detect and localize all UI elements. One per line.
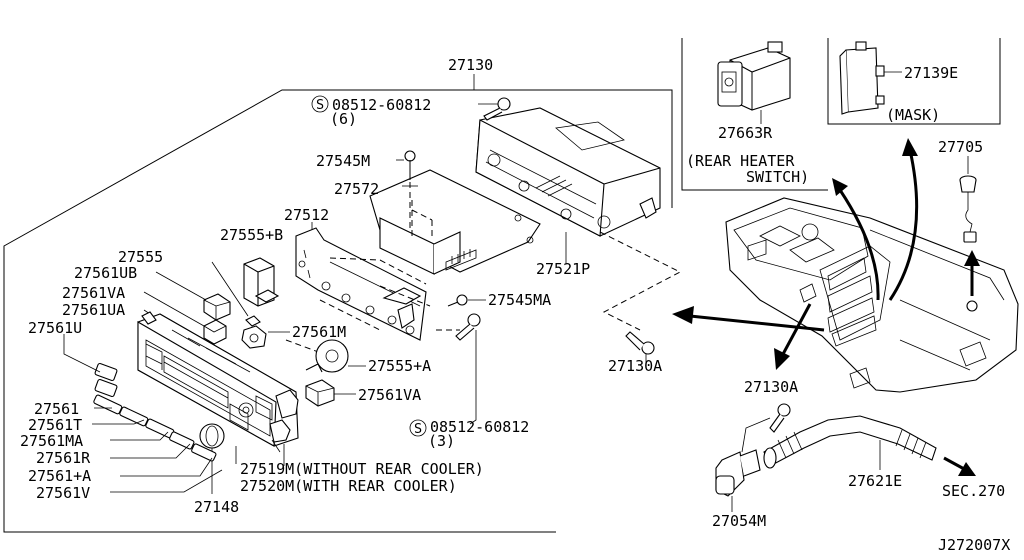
label-27139E: 27139E — [904, 64, 958, 82]
label-27561T: 27561T — [28, 416, 82, 434]
screw-27545ma — [447, 294, 486, 307]
bolt-symbol-circle-b — [409, 419, 427, 437]
switch-27561va-bottom — [305, 379, 356, 407]
label-27054M: 27054M — [712, 512, 766, 530]
bolt-08512-bottom — [455, 313, 481, 425]
label-27561M: 27561M — [292, 323, 346, 341]
label-27545M: 27545M — [316, 152, 370, 170]
bolt-symbol-circle-a — [311, 95, 329, 113]
label-27561: 27561 — [34, 400, 79, 418]
clip-27555 — [211, 261, 261, 327]
bolt-symbol-a: S — [316, 97, 324, 113]
switch-27561va-top — [143, 291, 227, 345]
bolt-27130a-left — [625, 331, 655, 366]
switch-27561ub — [155, 271, 231, 321]
label-27621E: 27621E — [848, 472, 902, 490]
label-27572: 27572 — [334, 180, 379, 198]
circuit-board — [369, 169, 541, 275]
assembly-guide-lines — [285, 231, 682, 361]
label-27561MA: 27561MA — [20, 432, 83, 450]
label-27512: 27512 — [284, 206, 329, 224]
panel-leaders — [235, 439, 285, 466]
label-27663R: 27663R — [718, 124, 773, 142]
knob-27148 — [199, 423, 225, 494]
part-labels: 27130 S 08512-60812 (6) 27545M 27572 275… — [20, 56, 1010, 554]
label-27561-a: 27561+A — [28, 467, 91, 485]
aspirator-duct — [763, 415, 937, 470]
rear-heater-switch-box — [681, 38, 828, 191]
label-rear-heater-switch: SWITCH) — [746, 168, 809, 186]
label-27561V: 27561V — [36, 484, 90, 502]
label-27545MA: 27545MA — [488, 291, 551, 309]
label-27561VA-bottom: 27561VA — [358, 386, 421, 404]
label-27555-a: 27555+A — [368, 357, 431, 375]
label-27705: 27705 — [938, 138, 983, 156]
label-27555: 27555 — [118, 248, 163, 266]
label-27561UB: 27561UB — [74, 264, 137, 282]
label-08512-qty-b: (3) — [428, 432, 455, 450]
label-27519M: 27519M(WITHOUT REAR COOLER) — [240, 460, 484, 478]
label-27555-b: 27555+B — [220, 226, 283, 244]
bolt-27130a-bottom — [769, 403, 791, 433]
knob-27555-a — [305, 339, 366, 373]
label-27561R: 27561R — [36, 449, 91, 467]
label-27520M: 27520M(WITH REAR COOLER) — [240, 477, 457, 495]
control-unit-housing — [475, 107, 661, 264]
label-27130A-left: 27130A — [608, 357, 662, 375]
rear-heater-switch-part — [717, 41, 791, 124]
label-27148: 27148 — [194, 498, 239, 516]
label-08512-60812-b: 08512-60812 — [430, 418, 529, 436]
knob-27555-b — [243, 257, 280, 307]
assembly-frame — [3, 89, 673, 533]
label-27130: 27130 — [448, 56, 493, 74]
control-panel-bezel — [137, 311, 299, 447]
dashboard — [725, 197, 1019, 393]
label-08512-60812-a: 08512-60812 — [332, 96, 431, 114]
label-sec270: SEC.270 — [942, 482, 1005, 500]
label-rear-heater: (REAR HEATER — [686, 152, 795, 170]
aspirator-27054m — [715, 417, 771, 512]
sensor-27705 — [959, 156, 977, 243]
label-27561VA-top: 27561VA — [62, 284, 125, 302]
label-mask: (MASK) — [886, 106, 940, 124]
knob-27561m — [241, 325, 290, 349]
label-27521P: 27521P — [536, 260, 590, 278]
mounting-bracket — [295, 222, 427, 341]
label-diagram-code: J272007X — [938, 536, 1010, 554]
pointer-arrows — [672, 138, 980, 476]
mask-part — [839, 41, 902, 115]
screw-27545m — [396, 150, 416, 230]
label-27561U: 27561U — [28, 319, 82, 337]
bolt-symbol-b: S — [414, 421, 422, 437]
label-08512-qty-a: (6) — [330, 110, 357, 128]
button-cap-leaders — [63, 334, 223, 493]
mask-box — [827, 38, 1001, 125]
label-27561UA: 27561UA — [62, 301, 125, 319]
label-27130A-bottom: 27130A — [744, 378, 798, 396]
bolt-08512-top — [478, 97, 511, 121]
